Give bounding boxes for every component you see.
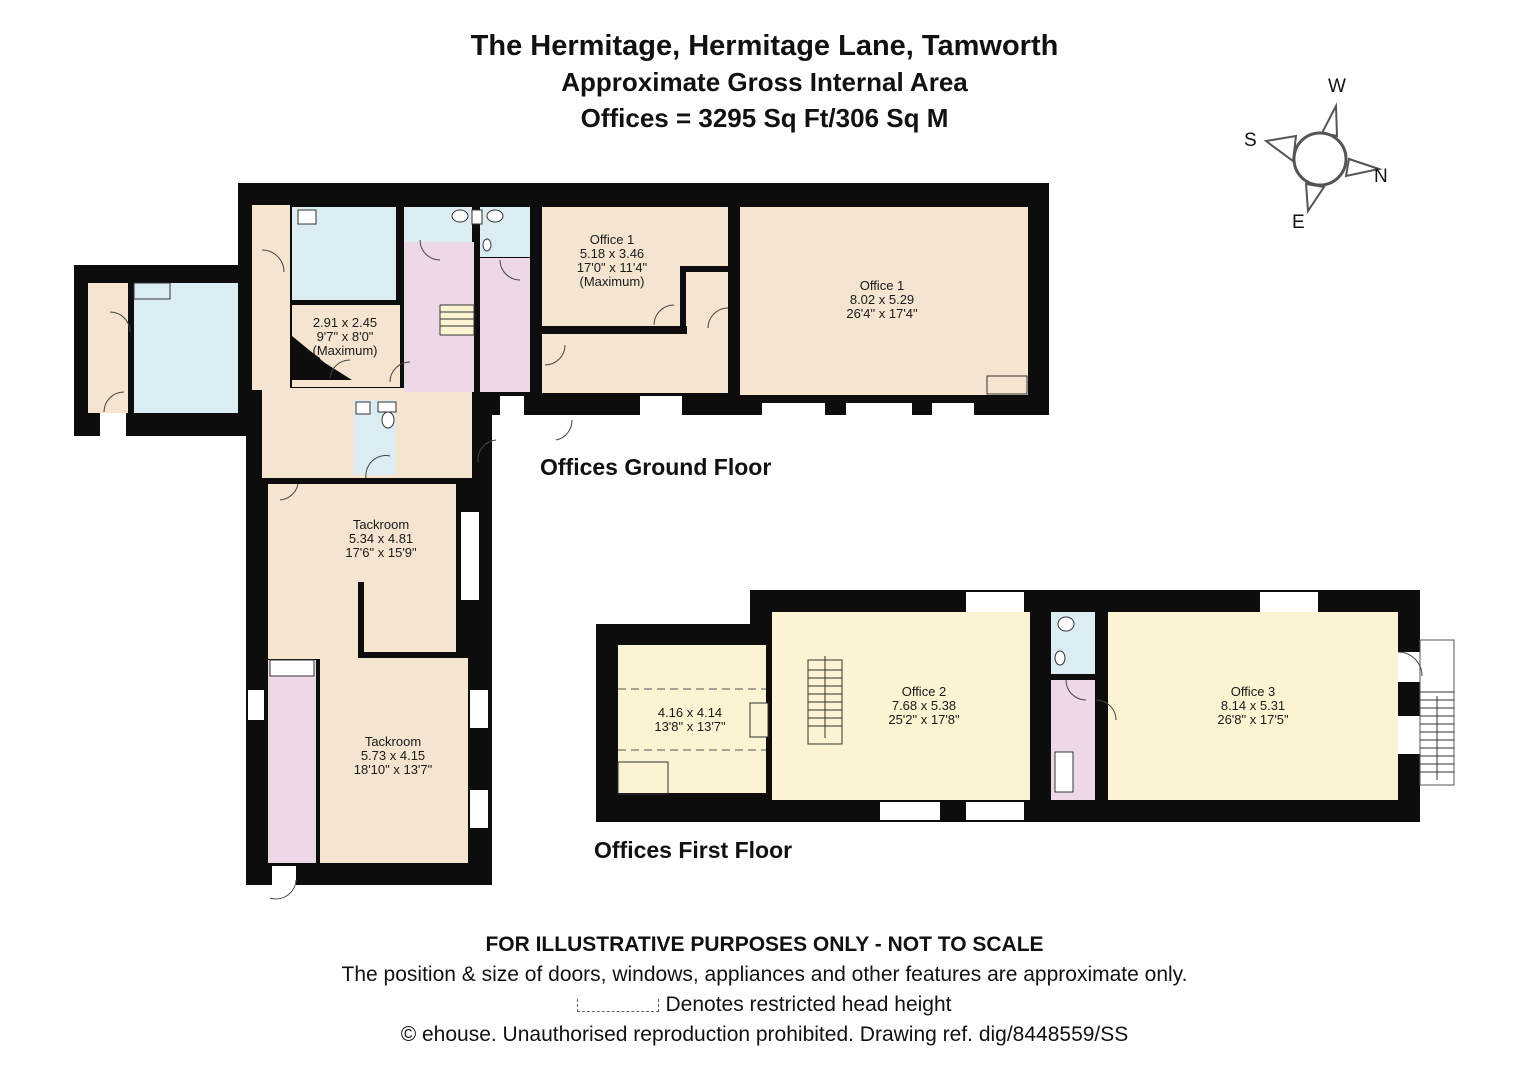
room-label-tackroom-upper: Tackroom 5.34 x 4.81 17'6" x 15'9" bbox=[345, 517, 417, 560]
disclaimer: FOR ILLUSTRATIVE PURPOSES ONLY - NOT TO … bbox=[485, 933, 1044, 956]
room-label-office-3: Office 3 8.14 x 5.31 26'8" x 17'5" bbox=[1217, 684, 1289, 727]
page-title: The Hermitage, Hermitage Lane, Tamworth bbox=[470, 30, 1059, 62]
room-label-office-1-small: Office 1 5.18 x 3.46 17'0" x 11'4" (Maxi… bbox=[576, 232, 648, 289]
compass-label-bottom: E bbox=[1292, 212, 1305, 233]
first-floor-plan bbox=[596, 590, 1455, 822]
total-area: Offices = 3295 Sq Ft/306 Sq M bbox=[580, 103, 949, 133]
ground-floor-plan bbox=[74, 183, 1049, 900]
legend-text: Denotes restricted head height bbox=[665, 993, 952, 1016]
compass-label-left: S bbox=[1244, 130, 1257, 151]
room-label-office-2: Office 2 7.68 x 5.38 25'2" x 17'8" bbox=[888, 684, 960, 727]
compass-label-right: N bbox=[1374, 166, 1388, 187]
compass-graphic bbox=[1263, 102, 1383, 214]
copyright: © ehouse. Unauthorised reproduction proh… bbox=[400, 1023, 1129, 1046]
compass-label-top: W bbox=[1328, 76, 1346, 97]
restricted-head-height-legend-icon bbox=[577, 998, 660, 1012]
ground-floor-label: Offices Ground Floor bbox=[540, 454, 772, 480]
room-label-office-1-large: Office 1 8.02 x 5.29 26'4" x 17'4" bbox=[846, 278, 918, 321]
footer: FOR ILLUSTRATIVE PURPOSES ONLY - NOT TO … bbox=[0, 930, 1529, 1050]
legend: Denotes restricted head height bbox=[0, 990, 1529, 1020]
first-floor-label: Offices First Floor bbox=[594, 837, 793, 863]
disclaimer-note: The position & size of doors, windows, a… bbox=[341, 963, 1188, 986]
room-label-landing: 4.16 x 4.14 13'8" x 13'7" bbox=[654, 705, 726, 734]
room-label-hall: 2.91 x 2.45 9'7" x 8'0" (Maximum) bbox=[312, 315, 378, 358]
room-label-tackroom-lower: Tackroom 5.73 x 4.15 18'10" x 13'7" bbox=[353, 734, 433, 777]
header: The Hermitage, Hermitage Lane, Tamworth … bbox=[0, 28, 1529, 136]
page-subtitle: Approximate Gross Internal Area bbox=[561, 67, 968, 97]
compass-rose-icon: W S N E bbox=[1236, 72, 1416, 242]
